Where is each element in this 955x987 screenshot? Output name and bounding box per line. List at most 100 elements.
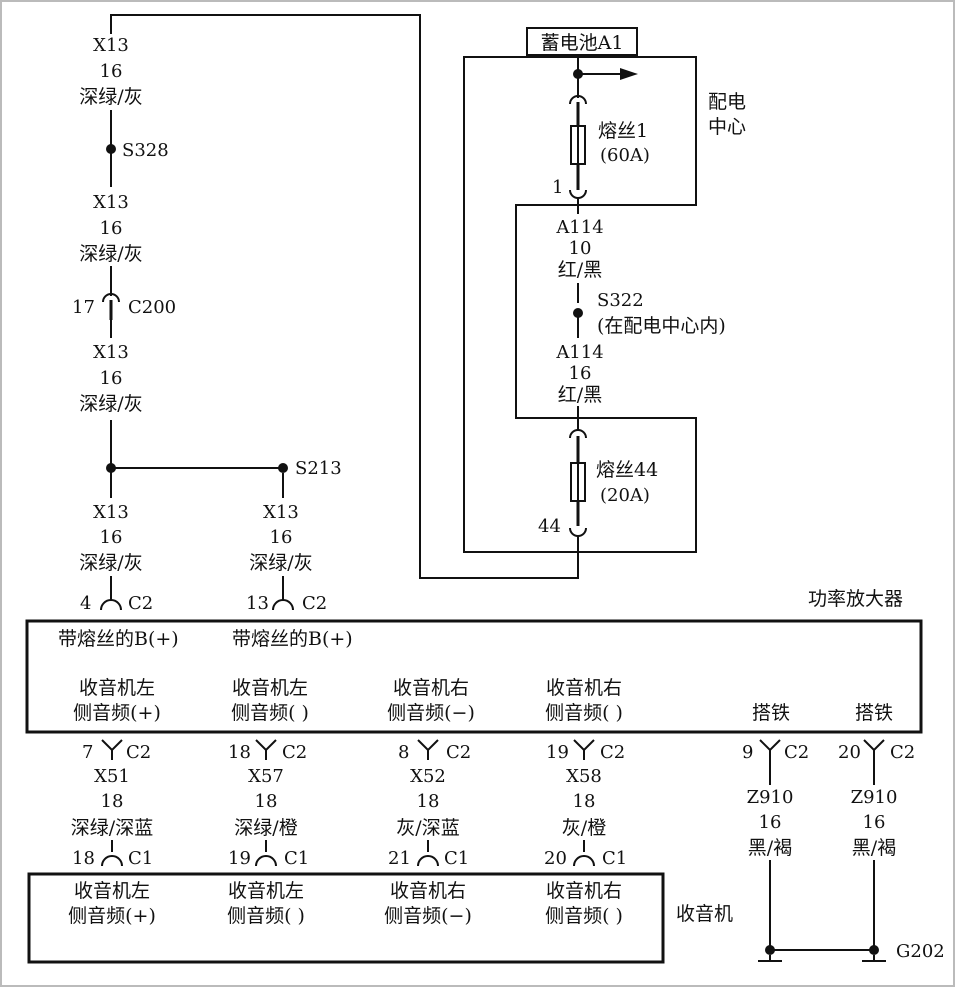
fuse44-top-connector <box>569 429 587 439</box>
connector-amp-4-symbol <box>100 599 122 611</box>
connector-amp-13-symbol <box>272 599 294 611</box>
radio-in-1-conn: C1 <box>128 848 153 869</box>
amp-ground-1: 9 C2 Z910 16 黑/褐 <box>742 739 809 950</box>
amp-out-3-wire: X52 <box>410 766 446 787</box>
wire-x13-1-gauge: 16 <box>100 61 123 82</box>
amp-out-1: 7 C2 X51 18 深绿/深蓝 18 C1 <box>71 739 153 869</box>
fuse44-bottom-connector <box>569 527 587 537</box>
radio-ch2-line2: 侧音频( ) <box>227 905 305 927</box>
splice-s328-name: S328 <box>122 140 169 161</box>
distribution-center-line1: 配电 <box>708 91 746 113</box>
wire-a114-bottom-id: A114 <box>555 342 603 363</box>
radio-ch3-line2: 侧音频(−) <box>384 905 472 927</box>
splice-s322-name: S322 <box>597 290 644 311</box>
amplifier-box <box>25 619 923 734</box>
wire-x13-3-gauge: 16 <box>100 368 123 389</box>
fuse44-output-wire <box>110 14 579 579</box>
amp-out-2-color: 深绿/橙 <box>234 817 297 839</box>
fuse1-rating: (60A) <box>600 145 650 166</box>
amplifier-ch2-line2: 侧音频( ) <box>231 702 309 724</box>
radio-in-1-symbol <box>101 855 123 867</box>
amp-out-1-pin: 7 <box>82 742 93 763</box>
connector-c200-symbol <box>102 293 120 303</box>
wire-x13-2-gauge: 16 <box>100 218 123 239</box>
battery-label-box <box>526 27 638 56</box>
radio-in-2-symbol <box>255 855 277 867</box>
wire-a114-top-color: 红/黑 <box>558 259 602 281</box>
splice-s322-note: (在配电中心内) <box>597 315 726 337</box>
splice-s213-name: S213 <box>295 458 342 479</box>
amp-out-3-pin: 8 <box>398 742 409 763</box>
wire-x13-5-id: X13 <box>263 502 299 523</box>
amp-out-2: 18 C2 X57 18 深绿/橙 19 C1 <box>228 739 309 869</box>
amp-ground-2-color: 黑/褐 <box>852 837 896 859</box>
wire-x13-2-color: 深绿/灰 <box>79 243 142 265</box>
fuse44-pin: 44 <box>538 516 561 537</box>
amp-ground-2-wire: Z910 <box>851 787 898 808</box>
amp-ground-2: 20 C2 Z910 16 黑/褐 <box>838 739 915 950</box>
amp-out-2-pin: 18 <box>228 742 251 763</box>
amp-out-4-pin: 19 <box>546 742 569 763</box>
amp-out-4: 19 C2 X58 18 灰/橙 20 C1 <box>544 739 627 869</box>
amplifier-ch2-line1: 收音机左 <box>232 677 308 699</box>
amp-out-4-gauge: 18 <box>573 791 596 812</box>
amp-out-3-conn: C2 <box>446 742 471 763</box>
wire-a114-bottom-color: 红/黑 <box>558 384 602 406</box>
splice-s213-node <box>278 463 288 473</box>
amp-out-4-color: 灰/橙 <box>562 817 606 839</box>
wire-x13-1-id: X13 <box>93 35 129 56</box>
radio-in-4-pin: 20 <box>544 848 567 869</box>
fuse44-rating: (20A) <box>600 485 650 506</box>
radio-in-2-pin: 19 <box>228 848 251 869</box>
amp-ground-1-pin: 9 <box>742 742 753 763</box>
amplifier-ground1: 搭铁 <box>752 702 790 724</box>
wire-x13-4-gauge: 16 <box>100 527 123 548</box>
connector-amp-13-name: C2 <box>302 593 327 614</box>
amplifier-ground2: 搭铁 <box>855 702 893 724</box>
wire-x13-2-id: X13 <box>93 192 129 213</box>
amplifier-ch3-line2: 侧音频(−) <box>387 702 475 724</box>
fuse1-pin: 1 <box>552 177 563 198</box>
radio-ch1-line1: 收音机左 <box>74 880 150 902</box>
radio-ch1-line2: 侧音频(+) <box>68 905 156 927</box>
radio-in-3-pin: 21 <box>388 848 411 869</box>
radio-ch3-line1: 收音机右 <box>390 880 466 902</box>
amplifier-b-plus-1: 带熔丝的B(+) <box>58 628 179 650</box>
radio-in-4-symbol <box>573 855 595 867</box>
amplifier-b-plus-2: 带熔丝的B(+) <box>232 628 353 650</box>
amp-ground-2-gauge: 16 <box>863 812 886 833</box>
amp-out-2-wire: X57 <box>248 766 284 787</box>
radio-in-2-conn: C1 <box>284 848 309 869</box>
amp-out-3-y-symbol <box>417 739 439 752</box>
wire-x13-3-id: X13 <box>93 342 129 363</box>
amp-out-3-color: 灰/深蓝 <box>396 817 459 839</box>
amp-ground-2-conn: C2 <box>890 742 915 763</box>
fuse1-name: 熔丝1 <box>598 120 648 142</box>
radio-in-1-pin: 18 <box>72 848 95 869</box>
radio-in-4-conn: C1 <box>602 848 627 869</box>
radio-box <box>27 872 665 964</box>
distribution-center-outline <box>463 56 697 553</box>
amplifier-ch3-line1: 收音机右 <box>393 677 469 699</box>
amp-ground-1-conn: C2 <box>784 742 809 763</box>
connector-c200-pin-number: 17 <box>72 297 95 318</box>
amp-out-2-y-symbol <box>255 739 277 752</box>
amplifier-ch1-line1: 收音机左 <box>79 677 155 699</box>
distribution-center-line2: 中心 <box>708 116 746 138</box>
wire-a114-bottom-gauge: 16 <box>569 363 592 384</box>
amp-out-1-color: 深绿/深蓝 <box>71 817 153 839</box>
distribution-arrow-icon <box>620 68 638 80</box>
radio-in-3-conn: C1 <box>444 848 469 869</box>
connector-c200-name: C200 <box>128 297 176 318</box>
connector-amp-13-pin-number: 13 <box>246 593 269 614</box>
radio-ch4-line2: 侧音频( ) <box>545 905 623 927</box>
amp-out-2-gauge: 18 <box>255 791 278 812</box>
radio-ch4-line1: 收音机右 <box>546 880 622 902</box>
amp-out-1-y-symbol <box>101 739 123 752</box>
wire-x13-4-id: X13 <box>93 502 129 523</box>
wire-a114-top-id: A114 <box>555 217 603 238</box>
radio-ch2-line1: 收音机左 <box>228 880 304 902</box>
amplifier-title: 功率放大器 <box>808 588 903 610</box>
amplifier-ch4-line2: 侧音频( ) <box>545 702 623 724</box>
